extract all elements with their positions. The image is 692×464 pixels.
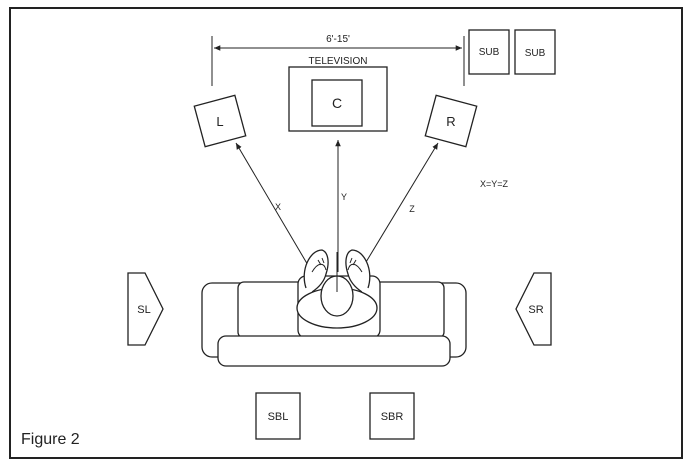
distance-x-label: X bbox=[275, 202, 281, 212]
speaker-surround-left-label: SL bbox=[137, 304, 150, 316]
distance-x-arrow bbox=[235, 142, 313, 273]
speaker-left bbox=[193, 94, 247, 148]
subwoofer-2-label: SUB bbox=[525, 48, 546, 59]
speaker-surround-left bbox=[127, 272, 164, 346]
speaker-surround-right-label: SR bbox=[528, 304, 543, 316]
distance-label: 6'-15' bbox=[326, 34, 350, 45]
listener bbox=[296, 249, 378, 329]
speaker-surround-right bbox=[515, 272, 552, 346]
figure-caption: Figure 2 bbox=[21, 431, 80, 448]
speaker-left-label: L bbox=[216, 114, 223, 129]
distance-y-label: Y bbox=[341, 192, 347, 202]
speaker-center-label: C bbox=[332, 95, 342, 111]
speaker-surround-back-left-label: SBL bbox=[268, 411, 289, 423]
distance-z-arrow bbox=[359, 142, 439, 273]
speaker-center bbox=[311, 79, 363, 127]
speaker-right-label: R bbox=[446, 114, 455, 129]
subwoofer-1-label: SUB bbox=[479, 47, 500, 58]
speaker-surround-back-right bbox=[369, 392, 415, 440]
speaker-surround-back-right-label: SBR bbox=[381, 411, 404, 423]
subwoofer-1 bbox=[468, 29, 510, 75]
speaker-surround-back-left bbox=[255, 392, 301, 440]
subwoofer-2 bbox=[514, 29, 556, 75]
television-label: TELEVISION bbox=[309, 56, 368, 67]
distance-z-label: Z bbox=[409, 204, 415, 214]
equation-label: X=Y=Z bbox=[480, 179, 509, 189]
speaker-right bbox=[424, 94, 478, 148]
